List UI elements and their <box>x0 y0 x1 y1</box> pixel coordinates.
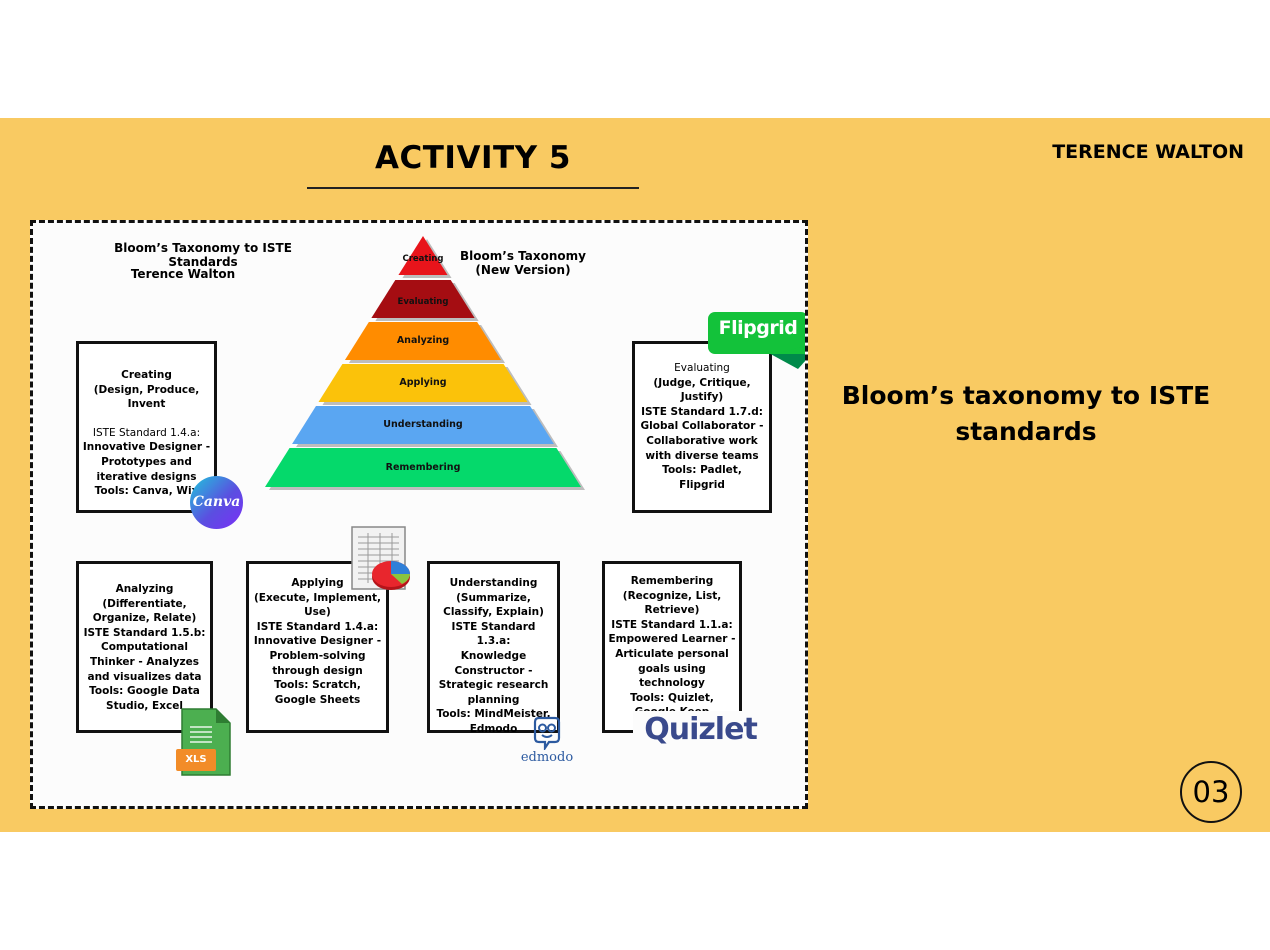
box-evaluating: Evaluating (Judge, Critique, Justify) IS… <box>632 341 772 513</box>
title-underline <box>307 187 639 189</box>
pyramid-tier-label: Applying <box>399 377 447 388</box>
box-evaluating-title: Evaluating <box>674 362 730 374</box>
box-evaluating-description: Global Collaborator - Collaborative work… <box>640 420 764 462</box>
pyramid-tier-understanding <box>292 406 554 444</box>
box-understanding-tools: Tools: MindMeister, Edmodo <box>436 708 551 735</box>
box-remembering: Remembering (Recognize, List, Retrieve) … <box>602 561 742 733</box>
box-remembering-description: Empowered Learner - Articulate personal … <box>608 633 736 690</box>
box-creating-verbs: (Design, Produce, Invent <box>93 383 200 411</box>
box-analyzing-verbs: (Differentiate, Organize, Relate) <box>92 597 197 625</box>
box-analyzing-description: Computational Thinker - Analyzes and vis… <box>87 641 202 683</box>
pyramid-tier-label: Understanding <box>383 419 463 430</box>
box-understanding-verbs: (Summarize, Classify, Explain) <box>443 591 544 619</box>
box-creating-description: Innovative Designer - Prototypes and ite… <box>82 441 211 483</box>
pyramid-tier-label: Evaluating <box>397 297 449 307</box>
box-remembering-verbs: (Recognize, List, Retrieve) <box>622 589 722 617</box>
box-creating-title: Creating <box>121 369 172 381</box>
box-understanding: Understanding (Summarize, Classify, Expl… <box>427 561 560 735</box>
box-evaluating-verbs: (Judge, Critique, Justify) <box>653 376 751 404</box>
pyramid-tier-label: Remembering <box>385 461 461 473</box>
figure-heading: Bloom’s Taxonomy to ISTE Standards <box>114 241 292 269</box>
figure-byline: Terence Walton <box>130 267 236 281</box>
box-evaluating-standard: ISTE Standard 1.7.d: <box>641 405 763 418</box>
pyramid-tier-analyzing <box>344 322 502 360</box>
flipgrid-logo-label: Flipgrid <box>718 317 798 339</box>
box-analyzing-standard: ISTE Standard 1.5.b: <box>83 626 206 639</box>
author-name: TERENCE WALTON <box>1052 141 1244 163</box>
pyramid-graphic <box>265 236 585 490</box>
box-applying-standard: ISTE Standard 1.4.a: <box>256 620 379 633</box>
box-creating-standard: ISTE Standard 1.4.a: <box>92 426 201 439</box>
box-understanding-standard: ISTE Standard 1.3.a: <box>451 620 536 648</box>
edmodo-logo-label: edmodo <box>520 750 574 765</box>
canva-logo-icon: Canva <box>190 476 243 529</box>
xls-file-icon <box>176 708 231 776</box>
box-understanding-title: Understanding <box>449 577 538 589</box>
flipgrid-logo-icon <box>708 312 805 369</box>
pyramid-heading: Bloom’s Taxonomy (New Version) <box>460 249 586 277</box>
box-analyzing: Analyzing (Differentiate, Organize, Rela… <box>76 561 213 733</box>
pyramid-tier-label: Creating <box>402 253 444 264</box>
box-applying-tools: Tools: Scratch, Google Sheets <box>274 679 361 706</box>
quizlet-logo-icon: Quizlet <box>633 711 768 749</box>
box-remembering-title: Remembering <box>630 575 714 587</box>
xls-file-label: XLS <box>185 754 207 765</box>
box-remembering-standard: ISTE Standard 1.1.a: <box>611 618 733 631</box>
pyramid-tier-applying <box>318 364 528 402</box>
box-applying-verbs: (Execute, Implement, Use) <box>254 591 381 619</box>
pyramid-tier-evaluating <box>371 280 475 318</box>
pyramid-tier-label: Analyzing <box>396 335 450 346</box>
box-applying-title: Applying <box>291 577 344 589</box>
pyramid-tier-creating <box>398 236 448 275</box>
box-applying-description: Innovative Designer - Problem-solving th… <box>253 635 382 677</box>
box-analyzing-title: Analyzing <box>115 583 174 595</box>
page-title: ACTIVITY 5 <box>375 140 571 176</box>
box-understanding-description: Knowledge Constructor - Strategic resear… <box>438 649 549 706</box>
edmodo-logo-icon <box>533 716 561 750</box>
bloom-iste-figure: Bloom’s Taxonomy to ISTE Standards Teren… <box>30 220 808 809</box>
pyramid-tier-remembering <box>265 448 581 487</box>
spreadsheet-chart-icon <box>351 526 410 590</box>
slide-subtitle: Bloom’s taxonomy to ISTE standards <box>841 381 1211 446</box>
page-number-badge: 03 <box>1180 761 1242 823</box>
box-creating: Creating (Design, Produce, Invent ISTE S… <box>76 341 217 513</box>
box-evaluating-tools: Tools: Padlet, Flipgrid <box>662 464 742 491</box>
box-analyzing-tools: Tools: Google Data Studio, Excel <box>89 685 200 712</box>
box-creating-tools: Tools: Canva, Wix <box>94 485 199 498</box>
